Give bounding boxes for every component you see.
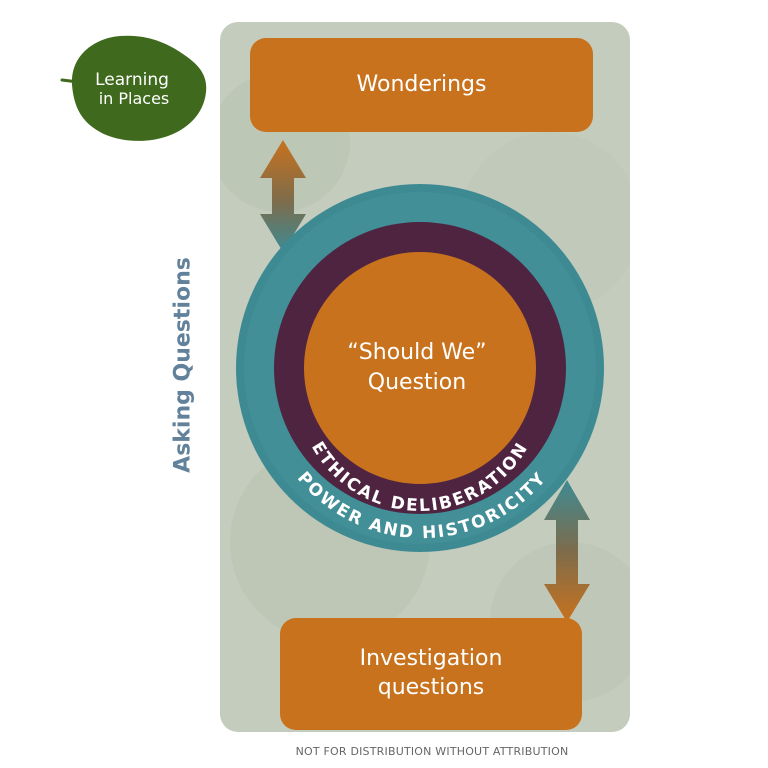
asking-questions-label: Asking Questions [170, 257, 196, 473]
bottom-line1: Investigation [359, 646, 503, 672]
leaf-icon [71, 35, 207, 141]
learning-in-places-logo: Learning in Places [60, 35, 207, 141]
attribution-footer: NOT FOR DISTRIBUTION WITHOUT ATTRIBUTION [295, 745, 569, 758]
center-line1: “Should We” [347, 340, 487, 365]
should-we-question-text: “Should We” Question [317, 338, 517, 397]
top-double-arrow [260, 140, 306, 252]
investigation-questions-box: Investigation questions [280, 618, 582, 730]
bottom-double-arrow [544, 480, 590, 622]
wonderings-label: Wonderings [356, 71, 487, 97]
logo-line2: in Places [99, 89, 170, 108]
bottom-line2: questions [377, 675, 485, 700]
logo-line1: Learning [95, 70, 169, 90]
wonderings-box: Wonderings [250, 38, 593, 132]
center-circle [304, 252, 536, 484]
center-line2: Question [367, 369, 467, 395]
